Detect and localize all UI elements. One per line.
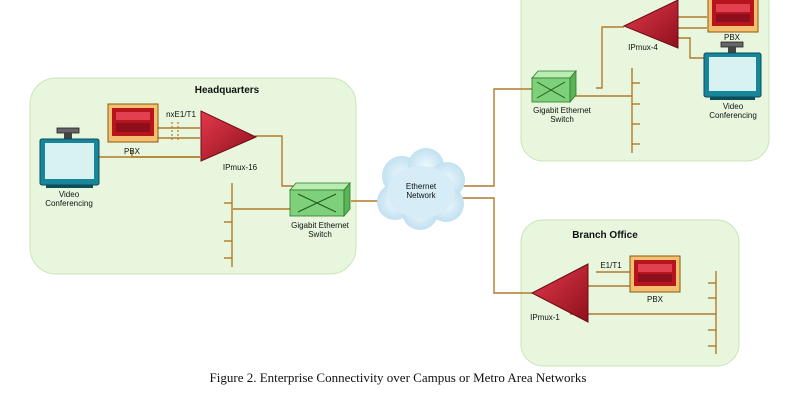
ipmux-16-icon xyxy=(200,110,258,162)
remote-switch-label-1: Gigabit Ethernet xyxy=(533,106,592,115)
hq-gigabit-switch-icon xyxy=(289,181,351,218)
headquarters-title: Headquarters xyxy=(195,85,260,96)
branch-pbx-label: PBX xyxy=(647,295,664,304)
ipmux-1-label: IPmux-1 xyxy=(530,313,560,322)
hq-video-label-2: Conferencing xyxy=(45,199,93,208)
branch-office-title: Branch Office xyxy=(572,230,638,241)
ipmux-1-icon xyxy=(530,263,589,323)
remote-video-conferencing-icon xyxy=(703,41,762,100)
hq-pbx-label: PBX xyxy=(124,147,141,156)
branch-link-label: E1/T1 xyxy=(600,261,622,270)
hq-switch-label-2: Switch xyxy=(308,230,332,239)
ipmux-4-icon xyxy=(622,0,679,49)
branch-pbx-icon xyxy=(629,255,681,293)
remote-site-region xyxy=(520,0,770,162)
ethernet-network-label-2: Network xyxy=(406,191,436,200)
remote-video-label-2: Conferencing xyxy=(709,111,757,120)
remote-pbx-label: PBX xyxy=(724,33,741,42)
ipmux-16-label: IPmux-16 xyxy=(223,163,258,172)
remote-pbx-icon xyxy=(707,0,759,33)
ethernet-network-cloud-icon xyxy=(377,148,465,230)
ethernet-network-label-1: Ethernet xyxy=(406,182,437,191)
hq-link-label: nxE1/T1 xyxy=(166,110,196,119)
e1t1-dotted-links xyxy=(171,122,179,140)
hq-video-conferencing-icon xyxy=(39,127,100,188)
hq-video-label-1: Video xyxy=(59,190,80,199)
remote-gigabit-switch-icon xyxy=(531,69,577,104)
ipmux-4-label: IPmux-4 xyxy=(628,43,658,52)
hq-pbx-icon xyxy=(107,103,159,143)
hq-switch-label-1: Gigabit Ethernet xyxy=(291,221,350,230)
remote-video-label-1: Video xyxy=(723,102,744,111)
connection-wires xyxy=(98,16,717,354)
remote-switch-label-2: Switch xyxy=(550,115,574,124)
figure-caption: Figure 2. Enterprise Connectivity over C… xyxy=(210,370,587,385)
